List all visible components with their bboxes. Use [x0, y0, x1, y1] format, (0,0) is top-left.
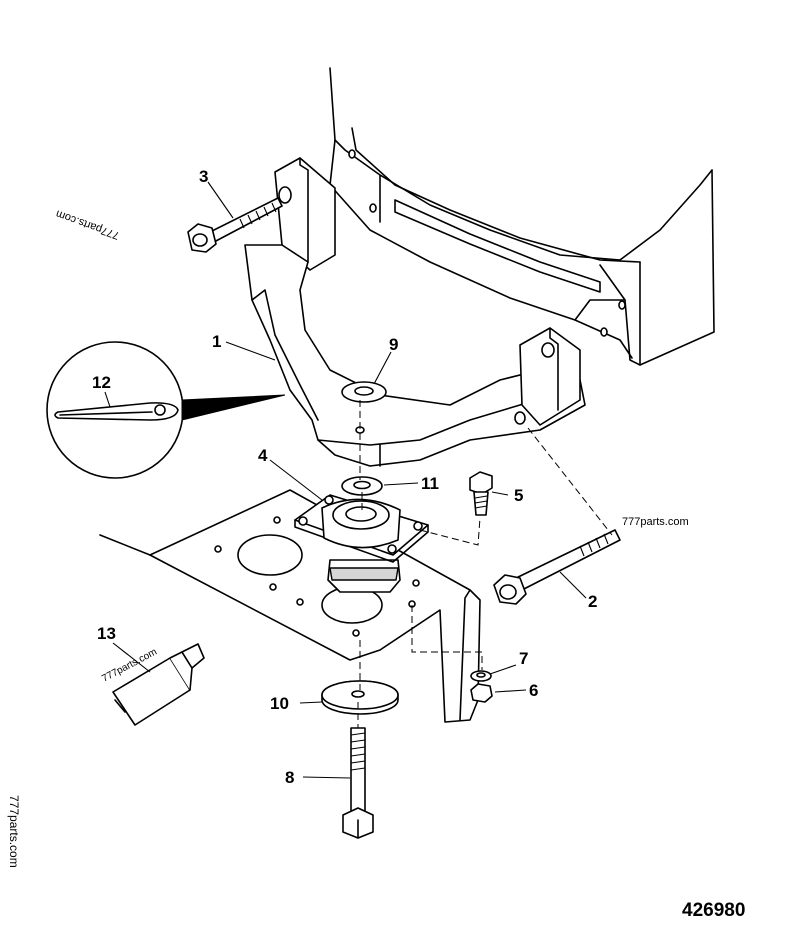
- bolt-item-5: [469, 471, 493, 516]
- callout-7: 7: [519, 649, 528, 668]
- callout-10: 10: [270, 694, 289, 713]
- callout-2: 2: [588, 592, 597, 611]
- watermark-center-right: 777parts.com: [622, 516, 689, 528]
- callout-11: 11: [421, 474, 439, 493]
- callout-labels: 1 2 3 4 5 6 7 8 9 10 11 12 13: [92, 167, 597, 787]
- chassis-frame: [329, 67, 715, 366]
- callout-13: 13: [97, 624, 116, 643]
- washer-item-9: [341, 381, 387, 403]
- split-pin-detail-item-12: [46, 341, 286, 479]
- nut-and-washer-items-6-7: [470, 670, 493, 703]
- callout-5: 5: [514, 486, 523, 505]
- bolt-item-8: [342, 727, 374, 839]
- alignment-lines: [357, 400, 613, 728]
- bolt-item-3: [187, 197, 283, 253]
- leader-lines: [104, 181, 587, 779]
- washer-item-10: [321, 680, 399, 715]
- callout-6: 6: [529, 681, 538, 700]
- bolt-item-2: [493, 529, 621, 605]
- callout-8: 8: [285, 768, 294, 787]
- callout-9: 9: [389, 335, 398, 354]
- adhesive-tube-item-13: [112, 643, 205, 726]
- mounting-bracket: [244, 157, 586, 467]
- base-plate: [99, 489, 481, 723]
- washer-item-11: [341, 476, 383, 496]
- callout-3: 3: [199, 167, 208, 186]
- callout-1: 1: [212, 332, 221, 351]
- anti-vibration-mount-item-4: [294, 494, 429, 593]
- watermark-left-edge: 777parts.com: [7, 795, 21, 868]
- callout-12: 12: [92, 373, 111, 392]
- figure-number: 426980: [682, 900, 745, 921]
- watermark-top-left: 777parts.com: [54, 207, 121, 241]
- callout-4: 4: [258, 446, 268, 465]
